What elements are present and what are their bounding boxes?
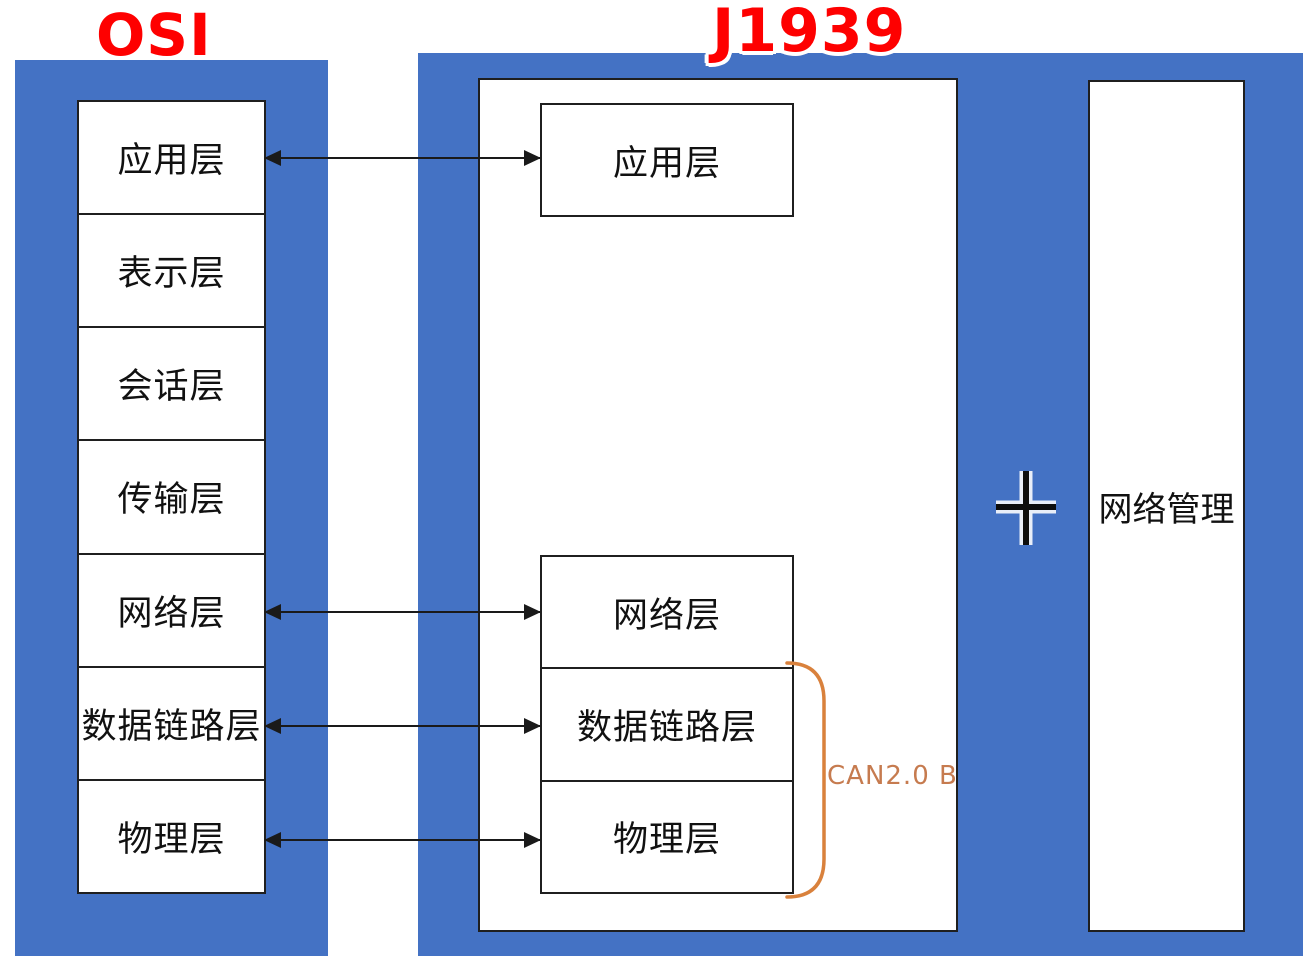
j1939-layer-physical: 物理层: [612, 820, 721, 861]
osi-layer-presentation: 表示层: [79, 215, 264, 329]
can-bracket-label: CAN2.0 B: [827, 761, 958, 791]
arrow-physical-layers: [264, 832, 541, 848]
arrow-application-layers: [264, 150, 541, 166]
osi-layer-application: 应用层: [79, 102, 264, 216]
plus-icon: [996, 471, 1056, 545]
j1939-lower-stack: 网络层 数据链路层 物理层: [540, 555, 794, 894]
osi-layer-datalink: 数据链路层: [79, 668, 264, 781]
osi-layer-column: 应用层 表示层 会话层 传输层 网络层 数据链路层 物理层: [77, 100, 266, 894]
arrow-network-layers: [264, 604, 541, 620]
osi-layer-network: 网络层: [79, 555, 264, 668]
osi-layer-session: 会话层: [79, 328, 264, 442]
arrow-datalink-layers: [264, 718, 541, 734]
osi-layer-physical: 物理层: [117, 819, 226, 860]
j1939-layer-network: 网络层: [542, 557, 792, 670]
osi-title: OSI: [96, 1, 212, 69]
network-management-box: 网络管理: [1088, 80, 1245, 932]
j1939-title: J1939: [712, 0, 907, 66]
osi-layer-transport: 传输层: [79, 441, 264, 555]
can-bracket-icon: [785, 661, 826, 899]
j1939-layer-datalink: 数据链路层: [542, 669, 792, 782]
j1939-layer-application: 应用层: [540, 103, 794, 217]
